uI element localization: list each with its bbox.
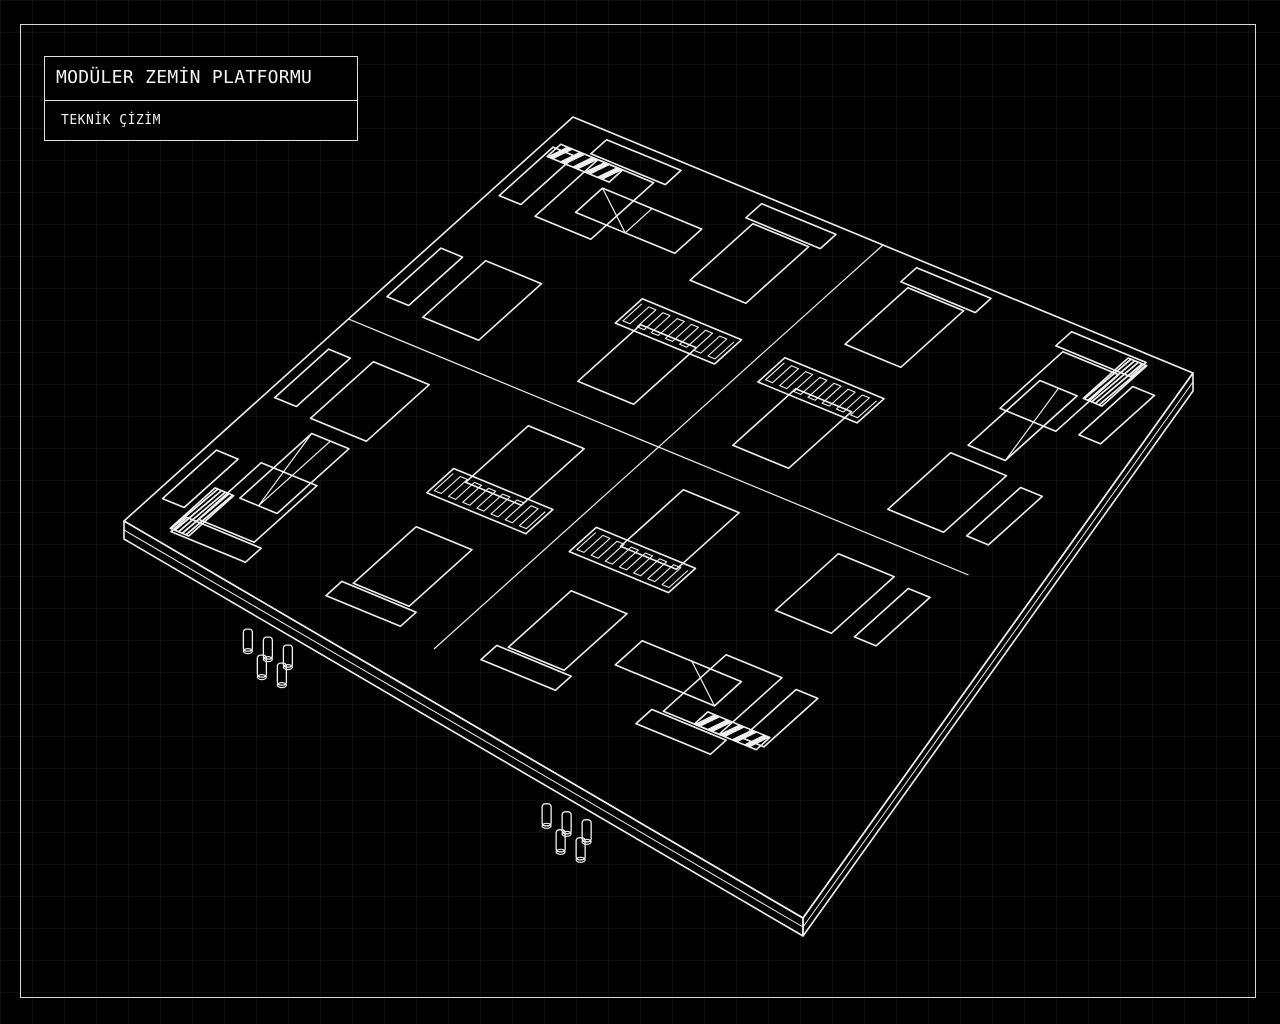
hazard-stripe-block — [1082, 357, 1148, 407]
floor-panel — [534, 158, 655, 241]
floor-panel — [197, 461, 318, 544]
hazard-stripe — [694, 714, 721, 727]
edge-panel — [741, 688, 819, 748]
edge-panel — [170, 516, 263, 564]
connector-pin-tip — [276, 682, 287, 689]
hazard-stripe — [706, 719, 733, 732]
hazard-stripe — [572, 157, 598, 170]
hazard-stripe-block — [693, 711, 771, 751]
hazard-stripe — [1098, 365, 1147, 406]
floor-panel — [774, 552, 896, 635]
title-block: MODÜLER ZEMİN PLATFORMU TEKNİK ÇİZİM — [44, 56, 358, 141]
vent-grille-slots — [433, 473, 546, 530]
floor-panel — [421, 259, 543, 342]
vent-grille-slots — [764, 362, 877, 419]
hazard-stripe — [177, 491, 227, 533]
floor-panel — [309, 360, 431, 443]
vent-grille-frame — [757, 356, 885, 424]
floor-panel — [886, 451, 1008, 534]
floor-panel — [507, 589, 628, 672]
connector-pin-tip — [282, 664, 293, 671]
floor-panel — [689, 222, 810, 305]
connector-pin — [561, 811, 572, 835]
ramp-accessory — [574, 187, 703, 255]
ramp-accessory — [239, 432, 350, 515]
platform-side-seam — [123, 381, 1194, 928]
edge-panel — [498, 146, 576, 206]
connector-pin — [242, 628, 254, 652]
connector-pin — [541, 803, 552, 827]
connector-pin — [575, 837, 586, 861]
edge-panel — [161, 449, 239, 509]
ramp-triangle — [257, 433, 331, 507]
vent-grille-slots — [576, 532, 689, 589]
floor-panel — [999, 350, 1120, 433]
connector-pin-tip — [262, 656, 273, 663]
hazard-stripe — [1083, 358, 1132, 400]
hazard-stripe — [1094, 363, 1144, 404]
edge-panel — [744, 202, 837, 250]
hazard-stripe — [185, 494, 234, 536]
edge-panel — [1078, 385, 1156, 445]
floor-platform — [123, 116, 1194, 937]
floor-panel — [619, 488, 741, 571]
edge-panel — [589, 138, 682, 186]
connector-pin-tip — [256, 674, 267, 681]
vent-grille-slots — [622, 303, 735, 360]
hazard-stripe — [547, 146, 574, 159]
edge-panel — [386, 247, 464, 307]
connector-pin — [581, 819, 592, 843]
connector-pin-tip — [561, 830, 572, 837]
connector-pin-tip — [242, 648, 253, 655]
edge-panel — [965, 486, 1044, 546]
vent-grille-frame — [614, 297, 743, 365]
drawing-subtitle: TEKNİK ÇİZİM — [61, 113, 161, 128]
floor-panel — [352, 525, 473, 608]
hazard-stripe-block — [546, 143, 624, 183]
edge-panel — [853, 587, 931, 647]
hazard-stripe — [170, 488, 219, 529]
edge-panel — [635, 708, 728, 756]
ramp-triangle — [1004, 387, 1078, 462]
edge-panel — [325, 580, 418, 628]
vent-grille-frame — [425, 467, 554, 535]
drawing-title: MODÜLER ZEMİN PLATFORMU — [45, 57, 357, 101]
hazard-stripe — [173, 490, 223, 531]
ramp-triangle — [601, 187, 653, 234]
connector-pin-tip — [581, 838, 592, 845]
connector-pin — [555, 829, 566, 853]
connector-pin — [282, 644, 294, 668]
connector-pin — [276, 662, 288, 686]
edge-panel — [1055, 330, 1147, 378]
platform-side-front-right — [802, 372, 1194, 937]
edge-panel — [273, 348, 352, 408]
edge-panel — [899, 266, 992, 314]
drawing-frame — [20, 24, 1256, 998]
hazard-stripe — [731, 729, 758, 742]
floor-panel — [576, 323, 698, 406]
hazard-stripe — [719, 724, 745, 737]
hazard-stripe — [584, 162, 611, 175]
hazard-stripe — [181, 493, 230, 534]
ramp-triangle — [691, 660, 742, 707]
connector-pin-tip — [575, 856, 586, 863]
hazard-stripe — [559, 152, 586, 165]
vent-grille-frame — [568, 526, 697, 594]
hazard-stripe-block — [169, 487, 235, 537]
hazard-stripe — [596, 167, 623, 180]
hazard-stripe — [743, 735, 770, 748]
hazard-stripe — [1087, 360, 1136, 401]
connector-pin-tip — [555, 848, 566, 855]
floor-panel — [844, 286, 965, 369]
edge-panel — [480, 644, 573, 692]
connector-pin — [256, 654, 268, 678]
connector-pin — [262, 636, 274, 660]
connector-pin-tip — [541, 822, 552, 829]
floor-panel — [731, 387, 853, 470]
module-seam-line — [348, 318, 969, 576]
hazard-stripe — [1090, 361, 1140, 403]
